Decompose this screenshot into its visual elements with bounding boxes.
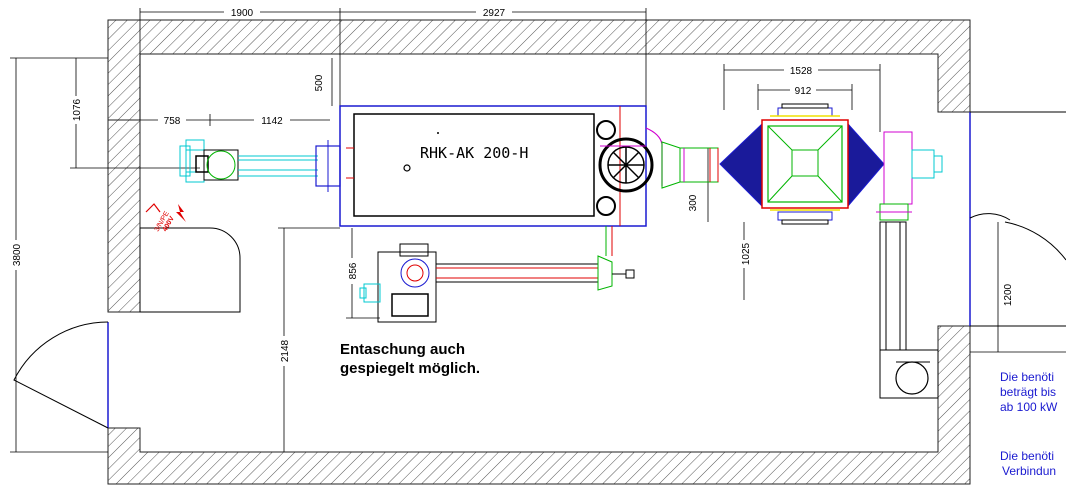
note-line-2: gespiegelt möglich. xyxy=(340,360,480,377)
dim-1900: 1900 xyxy=(231,8,254,19)
dim-1528: 1528 xyxy=(790,66,813,77)
side-note-2: beträgt bis xyxy=(1000,385,1056,399)
dim-300: 300 xyxy=(688,194,699,211)
dim-856: 856 xyxy=(348,262,359,279)
side-note-3: ab 100 kW xyxy=(1000,400,1058,414)
feed-unit-left xyxy=(179,139,341,192)
side-notes: Die benöti beträgt bis ab 100 kW Die ben… xyxy=(994,364,1066,486)
dim-912: 912 xyxy=(795,86,812,97)
fan-chimney xyxy=(876,131,943,399)
dim-1076: 1076 xyxy=(72,98,83,121)
dimension-texts: 1900 2927 500 1076 758 1142 3800 856 214… xyxy=(8,5,1014,366)
boiler-main xyxy=(339,105,663,227)
dim-3800: 3800 xyxy=(12,243,23,266)
dim-1025: 1025 xyxy=(741,242,752,265)
lightning-icon xyxy=(176,204,186,222)
dim-2927: 2927 xyxy=(483,8,506,19)
dim-2148: 2148 xyxy=(280,339,291,362)
dimension-lines xyxy=(10,8,1066,453)
side-note-5: Verbindun xyxy=(1002,464,1056,478)
door-right xyxy=(969,111,1066,327)
dim-1200: 1200 xyxy=(1003,283,1014,306)
side-note-4: Die benöti xyxy=(1000,449,1054,463)
dim-758: 758 xyxy=(164,116,181,127)
dim-1142: 1142 xyxy=(261,116,283,127)
equipment-label: RHK-AK 200-H xyxy=(420,144,528,162)
ash-discharge xyxy=(359,226,635,323)
flue-connector xyxy=(661,141,719,189)
side-note-1: Die benöti xyxy=(1000,370,1054,384)
door-left xyxy=(13,227,241,429)
filter-unit xyxy=(719,103,885,225)
electrical-connection: 3/N/PE 400V xyxy=(145,203,186,233)
note-line-1: Entaschung auch xyxy=(340,341,465,358)
power-symbol-icon xyxy=(145,203,161,213)
dim-500: 500 xyxy=(314,74,325,91)
